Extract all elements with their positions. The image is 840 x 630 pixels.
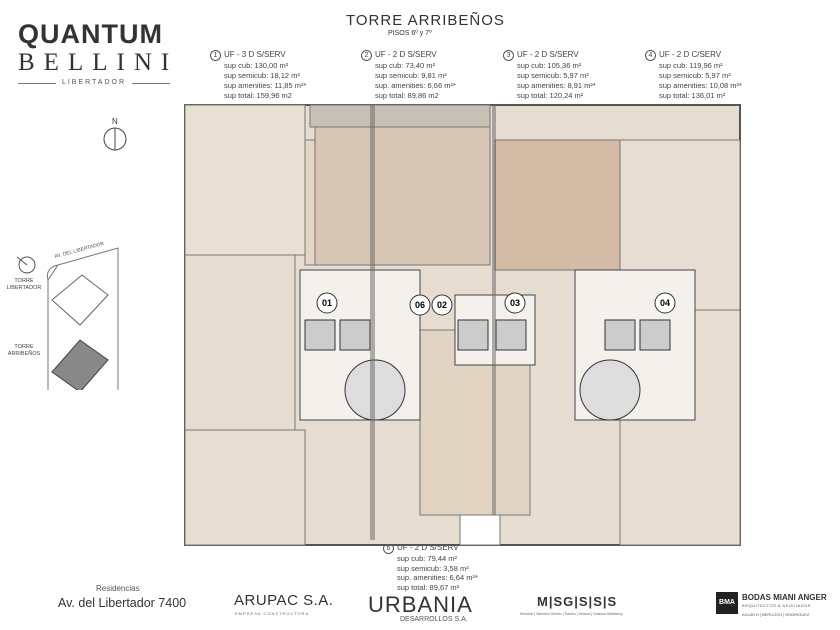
bma-logo-mark: BMA: [716, 592, 738, 614]
unit-sup-amenities: sup amenities: 8,91 m²*: [517, 81, 596, 90]
unit-02-area: [314, 104, 491, 266]
unit-type: UF - 3 D S/SERV: [224, 50, 286, 59]
plan-label-06: 06: [409, 294, 431, 316]
unit-sup-cub: sup cub: 73,40 m²: [375, 61, 436, 70]
bma-subtitle: ARQUITECTOS & ASOCIADOS: [742, 603, 811, 608]
unit-sup-semicub: sup semicub: 3,58 m²: [397, 563, 469, 573]
unit-sup-amenities: sup amenities: 11,85 m²*: [224, 81, 307, 90]
compass-label: N: [112, 117, 118, 126]
unit-type: UF - 2 D C/SERV: [659, 50, 722, 59]
svg-text:06: 06: [415, 300, 425, 310]
unit-sup-cub: sup cub: 105,36 m²: [517, 61, 582, 70]
plan-label-04: 04: [654, 292, 676, 314]
plan-label-02: 02: [431, 294, 453, 316]
north-compass-icon: N: [103, 117, 127, 151]
unit-type: UF - 2 D S/SERV: [397, 543, 459, 552]
unit-sup-semicub: sup semicub: 5,97 m²: [517, 71, 589, 80]
svg-text:02: 02: [437, 300, 447, 310]
msgsss-logo: M|SG|S|S|S: [537, 594, 618, 609]
unit-sup-semicub: sup semicub: 9,81 m²: [375, 71, 447, 80]
unit-number: 3: [503, 50, 514, 61]
unit-03-area: [494, 139, 621, 271]
unit-01-area: [184, 254, 296, 431]
unit-type: UF - 2 D S/SERV: [375, 50, 437, 59]
page-subtitle: PISOS 6º y 7º: [388, 30, 432, 37]
unit-number: 1: [210, 50, 221, 61]
unit-number: 2: [361, 50, 372, 61]
bma-subtitle-2: AGUAYO | BERCOSO | RODRIGUEZ: [742, 612, 810, 617]
unit-sup-total: sup total: 89,67 m²: [397, 582, 460, 592]
arupac-subtitle: EMPRESA CONSTRUCTORA: [235, 611, 310, 616]
unit-number: 4: [645, 50, 656, 61]
urbania-subtitle: DESARROLLOS S.A.: [400, 616, 468, 623]
plan-label-01: 01: [316, 292, 338, 314]
unit-sup-cub: sup cub: 130,00 m²: [224, 61, 289, 70]
site-map: AV. DEL LIBERTADOR: [16, 241, 119, 390]
page-title: TORRE ARRIBEÑOS: [346, 12, 505, 29]
unit-sup-semicub: sup semicub: 5,97 m²: [659, 71, 731, 80]
footer-address: Av. del Libertador 7400: [58, 596, 187, 610]
site-street-label: AV. DEL LIBERTADOR: [54, 241, 105, 260]
svg-text:03: 03: [510, 298, 520, 308]
unit-sup-total: sup total: 120,24 m²: [517, 91, 584, 100]
unit-sup-amenities: sup amenities: 10,08 m²*: [659, 81, 742, 90]
svg-text:01: 01: [322, 298, 332, 308]
site-tower1-label: TORRE LIBERTADOR: [6, 278, 42, 291]
unit-sup-total: sup total: 89,86 m2: [375, 91, 439, 100]
footer-residencias: Residencias: [96, 584, 140, 593]
brand-sub: LIBERTADOR: [61, 79, 127, 86]
unit-sup-total: sup total: 136,01 m²: [659, 91, 726, 100]
urbania-logo: URBANIA: [368, 592, 473, 617]
unit-sup-amenities: sup. amenities: 6,64 m²*: [397, 573, 478, 582]
bma-name: BODAS MIANI ANGER: [742, 593, 827, 602]
brand-logo-libertador: LIBERTADOR: [18, 79, 170, 87]
site-tower2-label: TORRE ARRIBEÑOS: [7, 344, 41, 357]
plan-label-03: 03: [504, 292, 526, 314]
unit-type: UF - 2 D S/SERV: [517, 50, 579, 59]
brand-logo-bellini: BELLINI: [18, 49, 179, 76]
svg-text:04: 04: [660, 298, 670, 308]
unit-sup-semicub: sup semicub: 18,12 m²: [224, 71, 300, 80]
floor-plan-drawing: 01 06 02 03 04: [184, 104, 741, 546]
unit-sup-cub: sup cub: 79,44 m²: [397, 554, 458, 563]
arupac-logo: ARUPAC S.A.: [234, 592, 334, 609]
unit-sup-amenities: sup. amenities: 6,66 m²*: [375, 81, 456, 90]
unit-sup-cub: sup cub: 119,96 m²: [659, 61, 723, 70]
unit-sup-total: sup total: 159,96 m2: [224, 91, 292, 100]
msgsss-subtitle: Mondnic | Sánchez Gómez | Santos | Senso…: [520, 612, 623, 616]
brand-logo-quantum: QUANTUM: [18, 19, 163, 49]
